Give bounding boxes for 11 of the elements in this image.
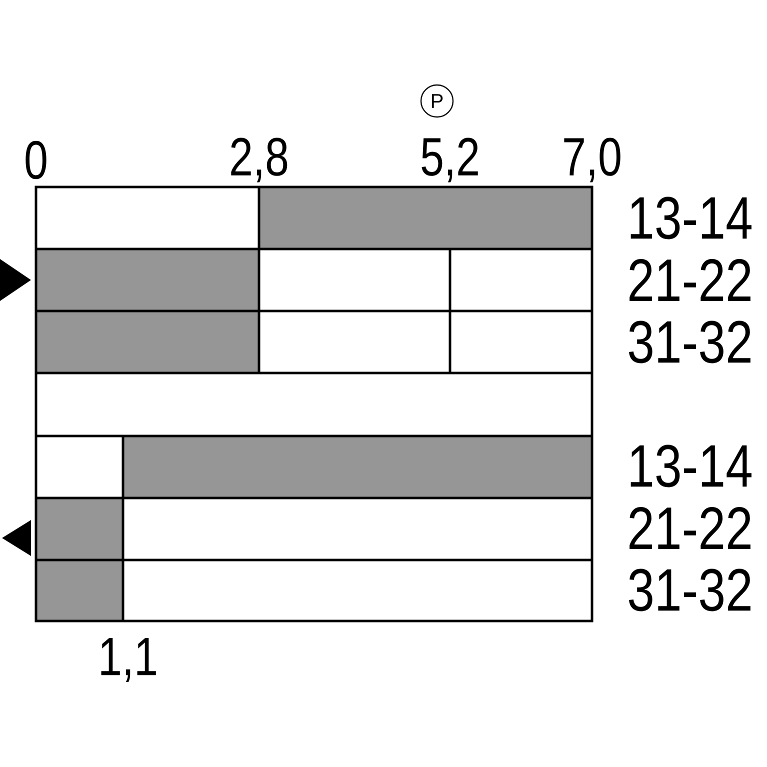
tick-label: 1,1 — [101, 638, 156, 682]
contact-label: 13-14 — [630, 196, 752, 240]
tick-label: 2,8 — [231, 138, 288, 182]
contact-label: 31-32 — [628, 320, 750, 364]
contact-label: 21-22 — [630, 507, 750, 549]
contact-label: 21-22 — [630, 259, 750, 301]
tick-label: 5,2 — [422, 138, 478, 182]
tick-label: 7,0 — [564, 138, 620, 182]
contact-label: 13-14 — [630, 444, 752, 488]
tick-label: 0 — [26, 140, 46, 180]
contact-label: 31-32 — [628, 568, 750, 612]
